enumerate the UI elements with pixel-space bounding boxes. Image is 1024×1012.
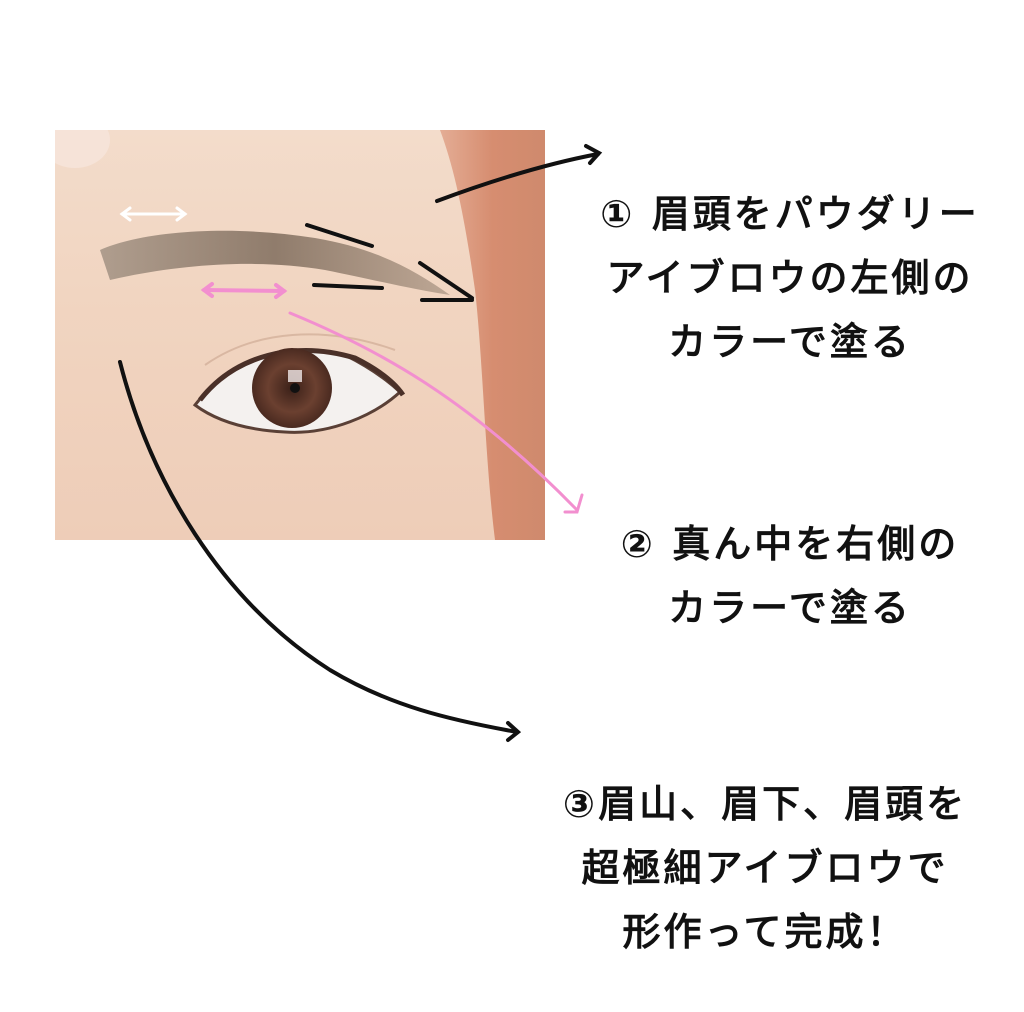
hair (440, 130, 545, 540)
eye-photo (55, 130, 545, 540)
eyebrow (100, 230, 450, 295)
step-2-text: ② 真ん中を右側の カラーで塗る (620, 522, 960, 630)
highlight (288, 370, 302, 382)
pupil (290, 383, 300, 393)
step-3-text: ③眉山、眉下、眉頭を 超極細アイブロウで 形作って完成！ (562, 782, 968, 954)
fingertip (55, 130, 110, 168)
eye-illustration (55, 130, 545, 540)
step-1-text: ① 眉頭をパウダリー アイブロウの左側の カラーで塗る (600, 192, 980, 364)
